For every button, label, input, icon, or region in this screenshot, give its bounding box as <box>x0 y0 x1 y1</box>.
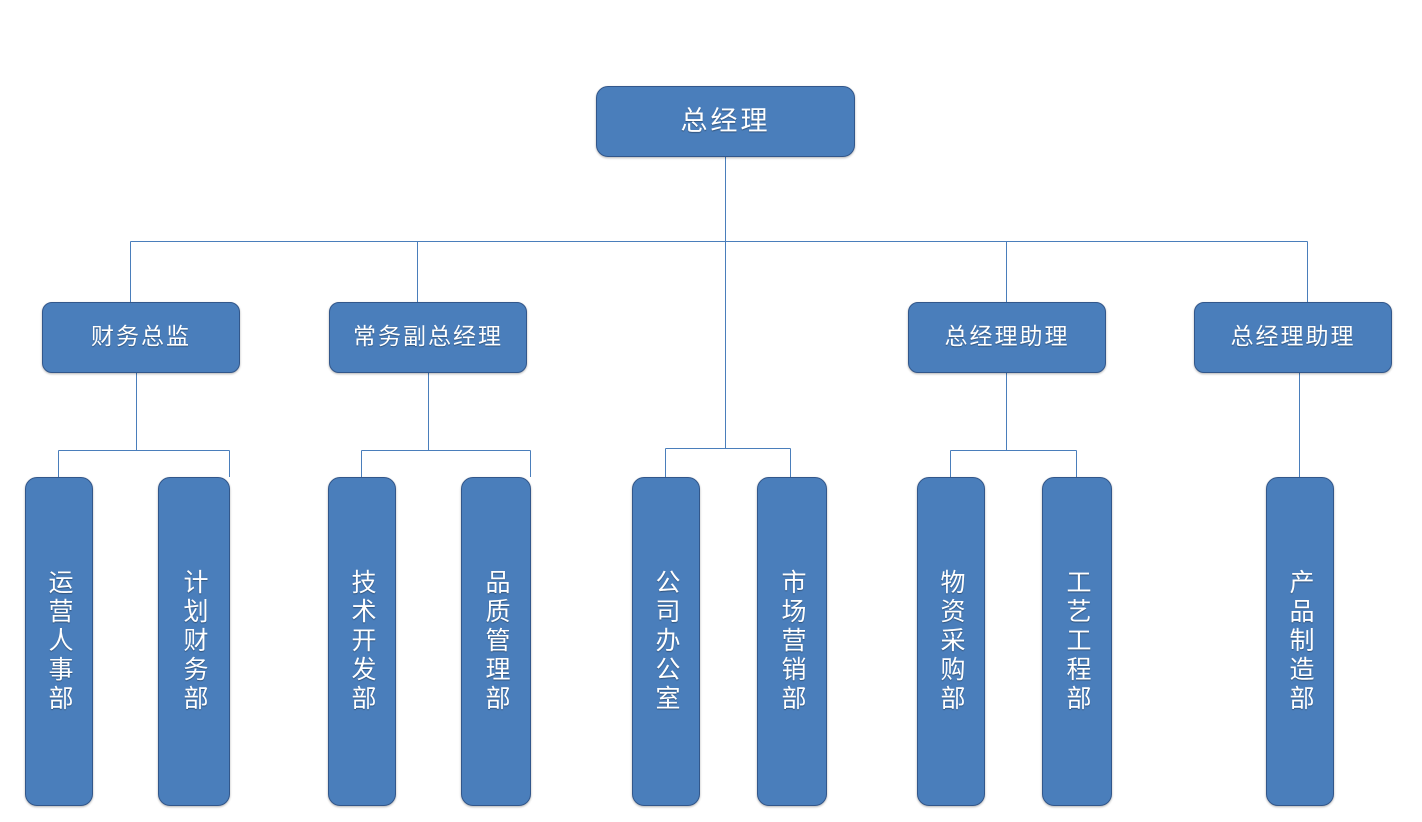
node-technical-development-dept[interactable]: 技术开发部 <box>328 477 396 806</box>
node-planning-finance-dept[interactable]: 计划财务部 <box>158 477 230 806</box>
node-marketing-dept[interactable]: 市场营销部 <box>757 477 827 806</box>
node-label: 公司办公室 <box>652 569 681 714</box>
node-company-office[interactable]: 公司办公室 <box>632 477 700 806</box>
node-label: 物资采购部 <box>937 569 966 714</box>
node-operations-hr-dept[interactable]: 运营人事部 <box>25 477 93 806</box>
node-label: 市场营销部 <box>778 569 807 714</box>
node-label: 技术开发部 <box>348 569 377 714</box>
node-product-manufacturing-dept[interactable]: 产品制造部 <box>1266 477 1334 806</box>
node-cfo[interactable]: 财务总监 <box>42 302 240 373</box>
node-process-engineering-dept[interactable]: 工艺工程部 <box>1042 477 1112 806</box>
node-general-manager[interactable]: 总经理 <box>596 86 855 157</box>
node-label: 总经理助理 <box>944 323 1070 350</box>
node-label: 工艺工程部 <box>1063 569 1092 714</box>
node-quality-management-dept[interactable]: 品质管理部 <box>461 477 531 806</box>
node-label: 财务总监 <box>91 323 191 350</box>
node-gm-assistant-2[interactable]: 总经理助理 <box>1194 302 1392 373</box>
node-label: 总经理助理 <box>1230 323 1356 350</box>
node-label: 总经理 <box>680 105 771 137</box>
node-executive-deputy-gm[interactable]: 常务副总经理 <box>329 302 527 373</box>
node-label: 常务副总经理 <box>353 323 503 350</box>
node-label: 运营人事部 <box>45 569 74 714</box>
node-label: 品质管理部 <box>482 569 511 714</box>
node-gm-assistant-1[interactable]: 总经理助理 <box>908 302 1106 373</box>
node-materials-procurement-dept[interactable]: 物资采购部 <box>917 477 985 806</box>
node-label: 计划财务部 <box>180 569 209 714</box>
node-label: 产品制造部 <box>1286 569 1315 714</box>
